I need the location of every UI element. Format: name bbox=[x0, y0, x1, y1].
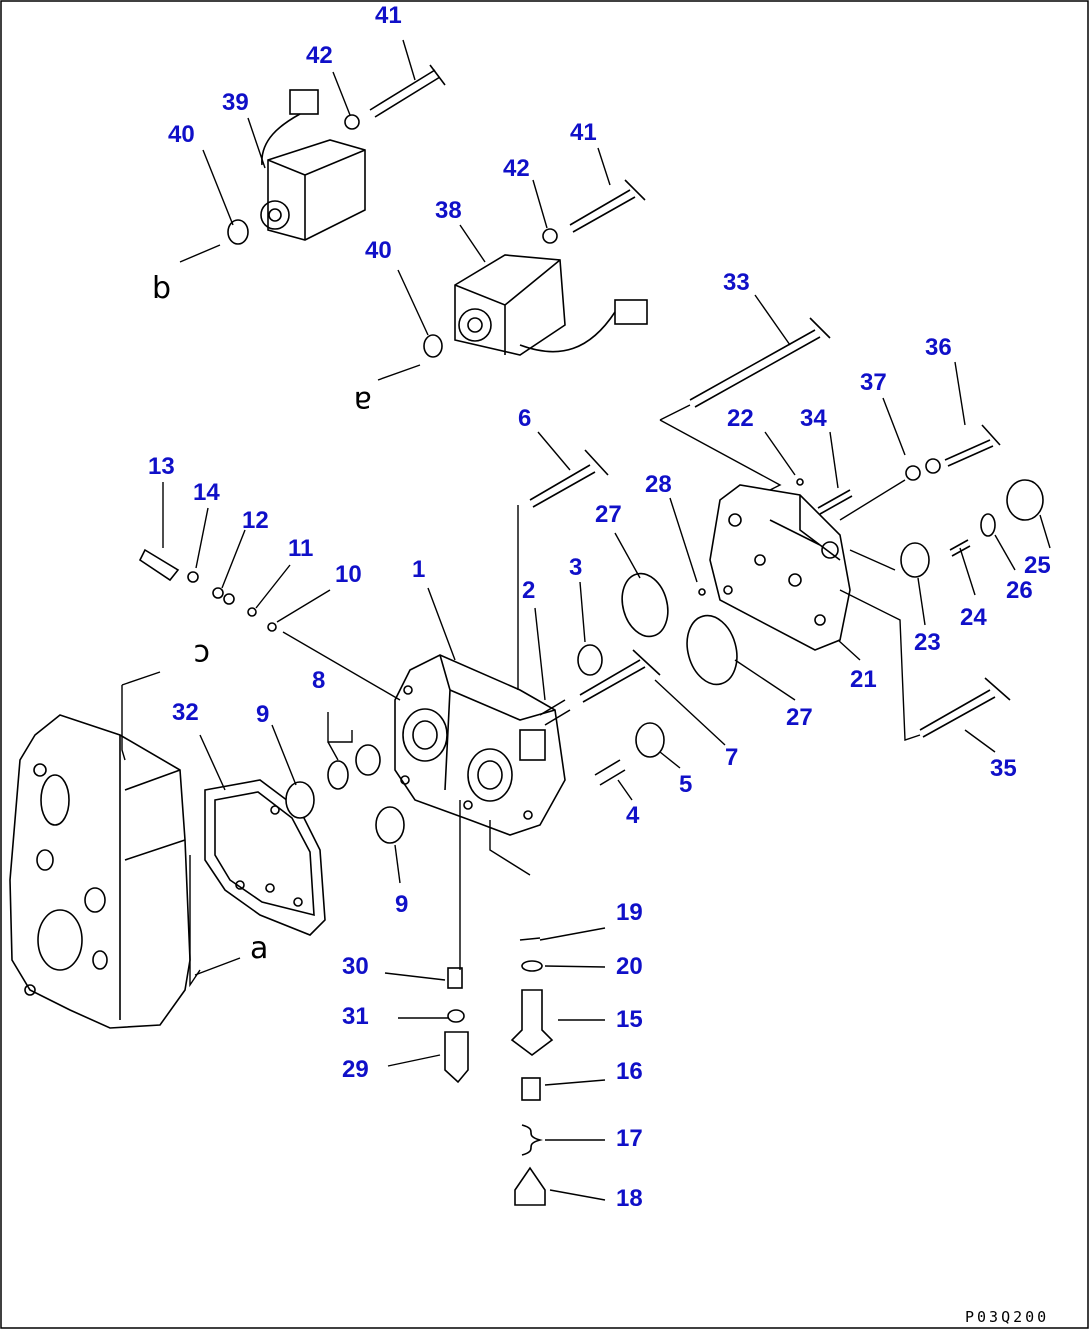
callout-21: 21 bbox=[850, 666, 877, 693]
callout-36: 36 bbox=[925, 334, 952, 361]
callout-27: 27 bbox=[786, 704, 813, 731]
callout-29: 29 bbox=[342, 1056, 369, 1083]
callout-22: 22 bbox=[727, 405, 754, 432]
gasket-32 bbox=[204, 779, 326, 936]
leader-lines bbox=[162, 39, 1051, 1201]
solenoid-38 bbox=[454, 254, 648, 356]
callout-31: 31 bbox=[342, 1003, 369, 1030]
reference-letter-a-rotated: a bbox=[354, 384, 372, 419]
callout-5: 5 bbox=[679, 771, 692, 798]
callout-6: 6 bbox=[518, 405, 531, 432]
small-parts bbox=[138, 64, 1044, 1206]
callout-33: 33 bbox=[723, 269, 750, 296]
reference-letters: b a c a bbox=[152, 271, 372, 966]
callout-41: 41 bbox=[375, 2, 402, 29]
callout-42: 42 bbox=[306, 42, 333, 69]
callout-14: 14 bbox=[193, 479, 220, 506]
drawing-code: P03Q200 bbox=[965, 1308, 1049, 1326]
callout-39: 39 bbox=[222, 89, 249, 116]
callout-17: 17 bbox=[616, 1125, 643, 1152]
callout-23: 23 bbox=[914, 629, 941, 656]
callout-13: 13 bbox=[148, 453, 175, 480]
pump-body-1 bbox=[394, 654, 566, 836]
callout-2: 2 bbox=[522, 577, 535, 604]
connector-lines bbox=[121, 244, 921, 988]
callout-40: 40 bbox=[168, 121, 195, 148]
callout-20: 20 bbox=[616, 953, 643, 980]
callout-16: 16 bbox=[616, 1058, 643, 1085]
callout-3: 3 bbox=[569, 554, 582, 581]
callout-38: 38 bbox=[435, 197, 462, 224]
callout-37: 37 bbox=[860, 369, 887, 396]
callout-32: 32 bbox=[172, 699, 199, 726]
callout-9: 9 bbox=[395, 891, 408, 918]
callouts: 41 42 39 40 41 42 38 40 33 36 37 22 34 6… bbox=[148, 2, 1051, 1212]
callout-15: 15 bbox=[616, 1006, 643, 1033]
reference-letter-a: a bbox=[250, 931, 268, 966]
callout-8: 8 bbox=[312, 667, 325, 694]
callout-25: 25 bbox=[1024, 552, 1051, 579]
callout-34: 34 bbox=[800, 405, 827, 432]
callout-42: 42 bbox=[503, 155, 530, 182]
callout-7: 7 bbox=[725, 744, 738, 771]
callout-27: 27 bbox=[595, 501, 622, 528]
callout-11: 11 bbox=[288, 535, 313, 562]
callout-4: 4 bbox=[626, 802, 640, 829]
callout-9: 9 bbox=[256, 701, 269, 728]
reference-letter-b: b bbox=[152, 271, 171, 306]
callout-1: 1 bbox=[412, 556, 425, 583]
callout-28: 28 bbox=[645, 471, 672, 498]
callout-10: 10 bbox=[335, 561, 362, 588]
reference-letter-c-rotated: c bbox=[194, 637, 211, 672]
callout-35: 35 bbox=[990, 755, 1017, 782]
transmission-case bbox=[9, 714, 191, 1029]
callout-41: 41 bbox=[570, 119, 597, 146]
callout-18: 18 bbox=[616, 1185, 643, 1212]
callout-30: 30 bbox=[342, 953, 369, 980]
callout-24: 24 bbox=[960, 604, 987, 631]
callout-40: 40 bbox=[365, 237, 392, 264]
callout-26: 26 bbox=[1006, 577, 1033, 604]
callout-19: 19 bbox=[616, 899, 643, 926]
solenoid-39 bbox=[260, 89, 366, 241]
callout-12: 12 bbox=[242, 507, 269, 534]
valve-body-21 bbox=[709, 484, 851, 651]
